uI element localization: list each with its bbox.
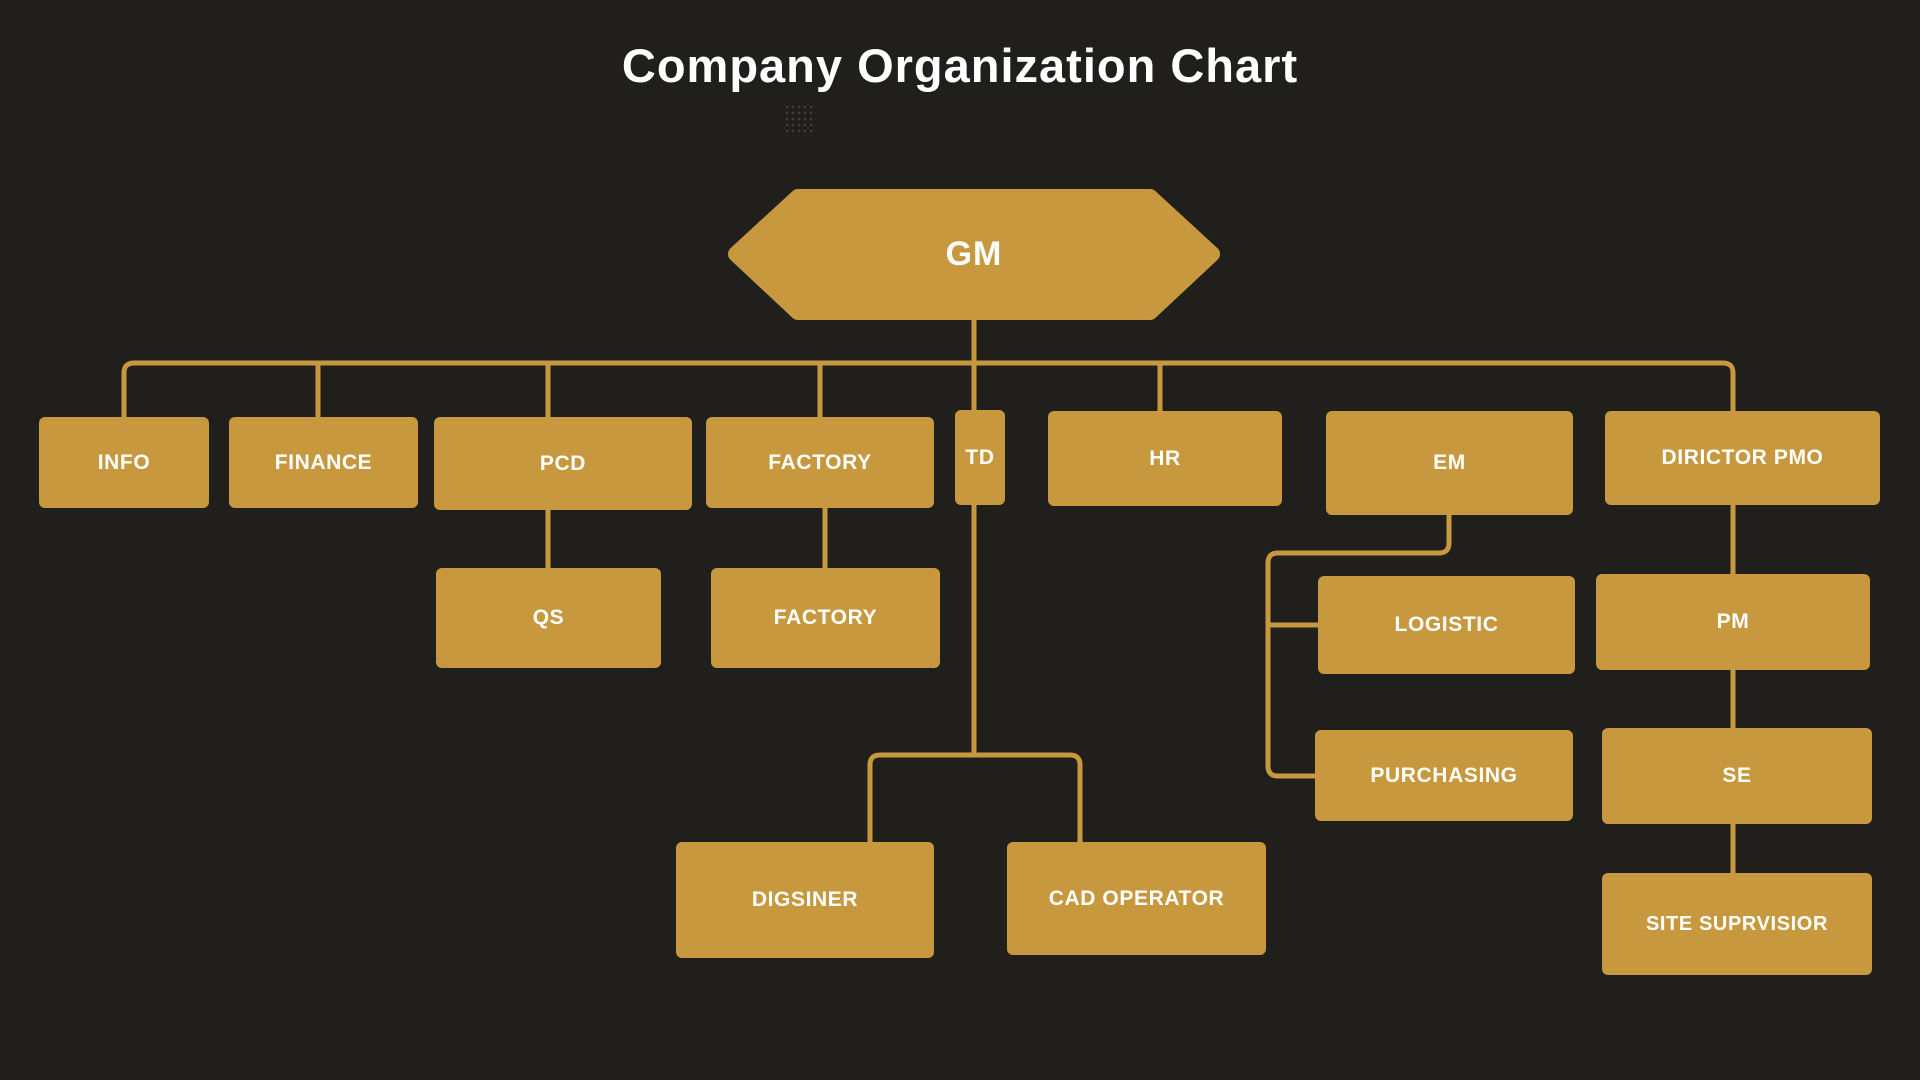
node-pm-label: PM — [1716, 610, 1750, 633]
node-factory-2-label: FACTORY — [773, 606, 878, 629]
node-hr-label: HR — [1149, 446, 1181, 470]
node-cad-operator-label: CAD OPERATOR — [1048, 886, 1225, 910]
node-factory-2: FACTORY — [711, 568, 940, 668]
node-purchasing-label: PURCHASING — [1370, 763, 1518, 787]
node-em-label: EM — [1433, 451, 1466, 474]
node-hr: HR — [1048, 411, 1282, 506]
node-gm-label: GM — [945, 235, 1003, 273]
node-logistic: LOGISTIC — [1318, 576, 1575, 674]
node-purchasing: PURCHASING — [1315, 730, 1573, 821]
gm-hexagon-shape — [728, 189, 1220, 320]
node-site-suprvisior-label: SITE SUPRVISIOR — [1645, 912, 1828, 935]
node-dirictor-pmo-label: DIRICTOR PMO — [1661, 446, 1824, 469]
halftone-dots-decoration — [784, 104, 816, 136]
node-site-suprvisior: SITE SUPRVISIOR — [1602, 873, 1872, 975]
node-info-label: INFO — [97, 450, 151, 474]
node-factory: FACTORY — [706, 417, 934, 508]
node-em: EM — [1326, 411, 1573, 515]
node-td: TD — [955, 410, 1005, 505]
node-digsiner-label: DIGSINER — [751, 888, 859, 911]
node-pcd: PCD — [434, 417, 692, 510]
node-logistic-label: LOGISTIC — [1394, 613, 1499, 636]
node-info: INFO — [39, 417, 209, 508]
node-pm: PM — [1596, 574, 1870, 670]
node-cad-operator: CAD OPERATOR — [1007, 842, 1266, 955]
page-title: Company Organization Chart — [621, 39, 1299, 92]
node-se-label: SE — [1722, 764, 1752, 787]
node-td-label: TD — [965, 445, 995, 469]
node-se: SE — [1602, 728, 1872, 824]
node-qs: QS — [436, 568, 661, 668]
node-finance: FINANCE — [229, 417, 418, 508]
node-factory-label: FACTORY — [768, 450, 872, 474]
node-dirictor-pmo: DIRICTOR PMO — [1605, 411, 1880, 505]
node-digsiner: DIGSINER — [676, 842, 934, 958]
node-gm: GM — [728, 189, 1220, 320]
node-finance-label: FINANCE — [274, 450, 373, 474]
node-qs-label: QS — [532, 606, 565, 629]
node-pcd-label: PCD — [539, 451, 587, 475]
